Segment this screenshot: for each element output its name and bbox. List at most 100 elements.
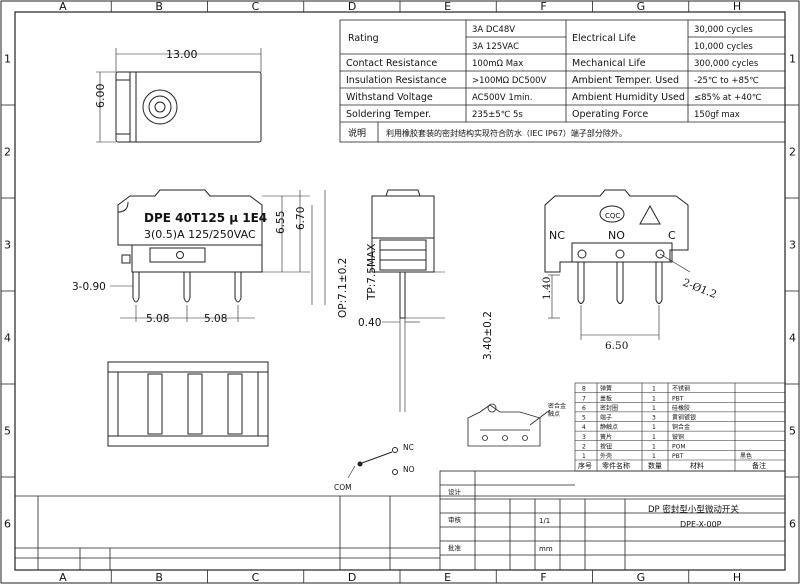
terminal-c-label: C [668,229,676,242]
electrical-life-dc: 30,000 cycles [694,25,753,35]
dim-pitch-2: 5.08 [204,313,227,325]
insulation-value: >100MΩ DC500V [472,76,547,86]
dim-terminal-width: 3-0.90 [72,281,106,293]
row-label-left: 5 [4,425,11,438]
bom-cell: 1 [652,424,656,431]
back-view [544,189,691,340]
bom-header-material: 材料 [690,461,704,470]
bom-cell: 1 [652,443,656,450]
bom-cell: 1 [652,395,656,402]
withstand-label: Withstand Voltage [346,92,433,103]
bom-cell: 不锈钢 [672,385,690,393]
front-view [110,189,326,322]
row-label-left: 2 [4,146,11,159]
row-label-right: 2 [789,146,796,159]
row-label-right: 1 [789,53,796,66]
marking: DPE 40T125 µ 1E4 3(0.5)A 125/250VAC [144,211,267,241]
column-label-bottom: E [444,571,451,584]
rating-label: Rating [348,33,379,44]
row-label-right: 5 [789,425,796,438]
note-label: 说明 [348,127,366,139]
designer-label: 设计 [448,487,462,496]
bom-cell: 1 [652,453,656,460]
column-label-top: A [59,0,67,13]
bom-cell: POM [672,443,686,450]
bom-cell: 8 [582,386,586,393]
bom-cell: 端子 [600,414,612,422]
terminal-nc-label: NC [549,229,565,242]
bottom-view [107,361,269,447]
sketch-callout: 密合金 [548,402,566,410]
approve-label: 批准 [448,543,462,552]
spec-table [339,19,786,143]
bom-cell: 1 [652,405,656,412]
row-label-right: 6 [789,518,796,531]
bom-cell: 黄铜镀银 [672,414,696,422]
column-label-bottom: D [348,571,356,584]
bom-cell: 5 [582,415,586,422]
part-number: DPE-X-00P [680,520,722,529]
note-text: 利用橡胶套装的密封结构实现符合防水（IEC IP67）端子部分除外。 [386,128,627,138]
contact-resistance-value: 100mΩ Max [472,59,523,69]
dim-pin-length: 3.40±0.2 [482,311,494,360]
column-label-top: H [733,0,741,13]
row-label-left: 1 [4,53,11,66]
side-view [371,189,445,412]
electrical-life-ac: 10,000 cycles [694,42,753,52]
bom-cell: 7 [582,395,586,402]
rating-value-ac: 3A 125VAC [472,42,519,52]
humidity-label: Ambient Humidity Used [572,92,685,103]
dim-pin-span: 6.50 [605,340,628,352]
dim-top-height: 6.00 [94,84,107,109]
row-label-left: 3 [4,239,11,252]
row-label-right: 3 [789,239,796,252]
dim-op: OP:7.1±0.2 [337,258,349,318]
humidity-value: ≤85% at +40℃ [694,93,762,103]
schematic-com: COM [334,483,352,492]
bom-header-name: 零件名称 [602,461,630,470]
insulation-label: Insulation Resistance [346,75,447,86]
drawing-title: DP 密封型小型微动开关 [648,504,739,515]
bom-header-remark: 备注 [752,461,766,470]
withstand-value: AC500V 1min. [472,93,532,103]
switch-schematic [347,447,398,479]
sketch-callout-2: 触点 [548,410,560,418]
marking-line-2: 3(0.5)A 125/250VAC [144,228,256,241]
bom-cell: 外壳 [600,452,612,460]
column-label-bottom: H [733,571,741,584]
spec-table-text: Rating 3A DC48V 3A 125VAC Electrical Lif… [346,25,762,139]
scale-value: 1/1 [539,517,550,525]
operating-force-value: 150gf max [694,110,740,120]
schematic-no: NO [403,465,415,474]
bom-cell: 6 [582,405,586,412]
cqc-logo: CQC [605,212,620,220]
dim-body-height-2: 6.70 [295,207,307,230]
column-label-bottom: C [252,571,260,584]
dim-hole: 2-Ø1.2 [681,277,718,301]
row-label-left: 6 [4,518,11,531]
bom-cell: 3 [582,434,586,441]
bom-header-no: 序号 [578,461,592,470]
bom-cell: 弹簧 [600,385,612,393]
contact-resistance-label: Contact Resistance [346,58,437,69]
electrical-life-label: Electrical Life [572,33,636,44]
bom-cell: 按钮 [600,442,612,450]
dim-top-width: 13.00 [166,48,198,61]
rating-value-dc: 3A DC48V [472,25,515,35]
bom-cell: 密封圈 [600,404,618,412]
ambient-temp-value: -25℃ to +85℃ [694,76,759,86]
column-label-top: C [252,0,260,13]
mechanical-life-label: Mechanical Life [572,58,646,69]
title-block [15,470,786,571]
mechanical-life-value: 300,000 cycles [694,59,759,69]
column-label-top: B [155,0,163,13]
column-label-bottom: G [637,571,646,584]
column-label-top: D [348,0,356,13]
soldering-label: Soldering Temper. [346,109,431,120]
column-label-top: F [540,0,546,13]
column-label-bottom: A [59,571,67,584]
row-label-left: 4 [4,332,11,345]
